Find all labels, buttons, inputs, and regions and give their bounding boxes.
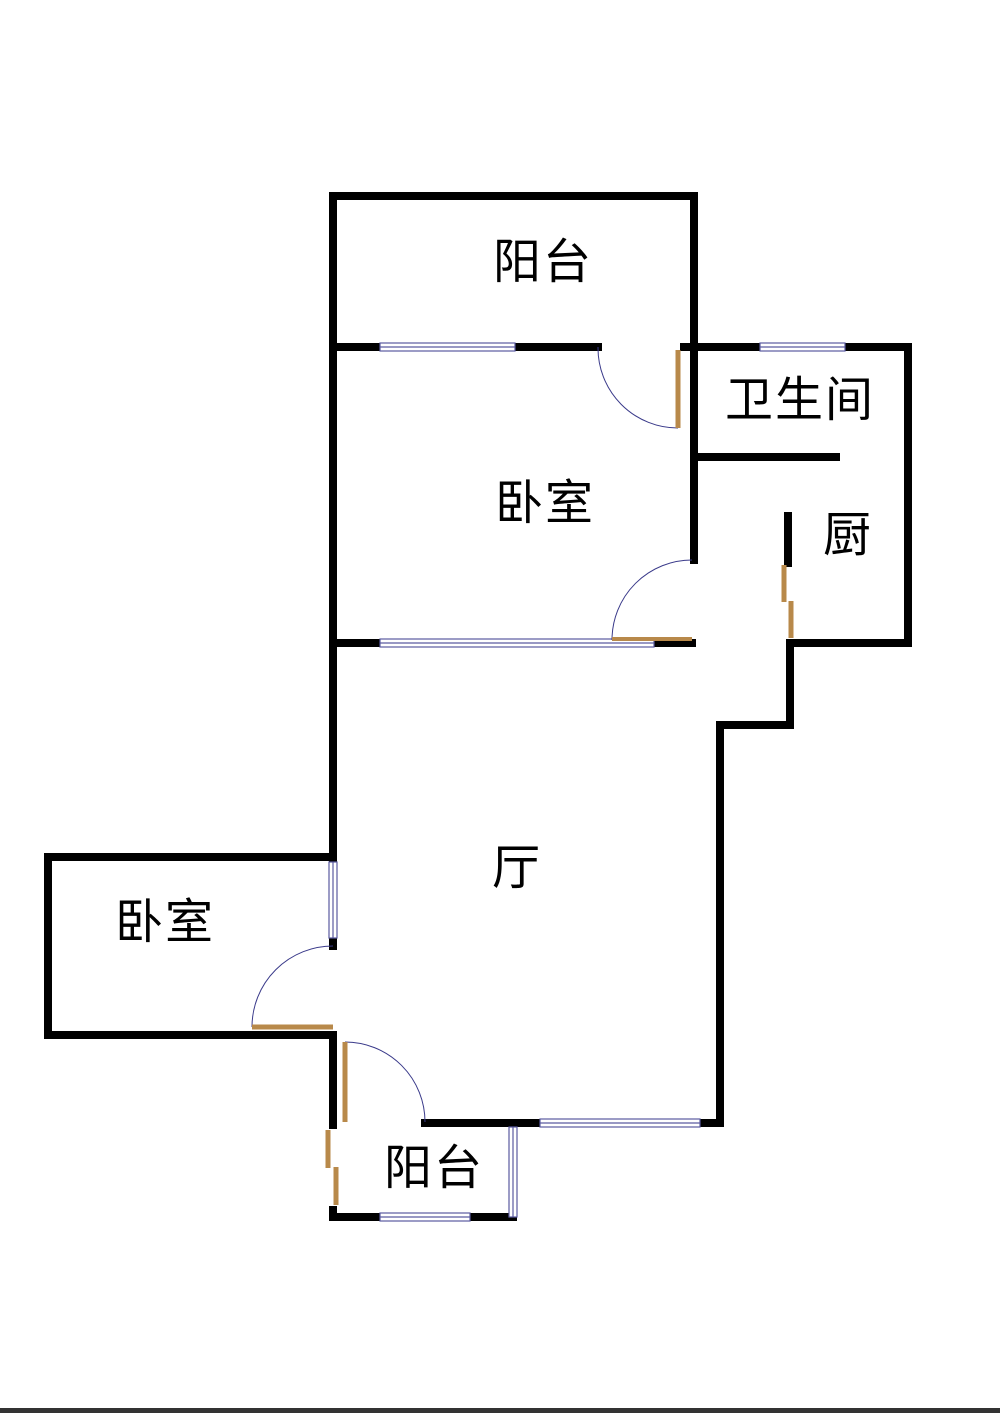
window-balcony-bottom	[379, 1212, 471, 1222]
room-label-balcony-bottom: 阳台	[383, 1140, 485, 1196]
door-bedroom-side[interactable]	[251, 945, 334, 1030]
window-bedroom-living	[379, 638, 655, 648]
room-label-living-room: 厅	[491, 840, 543, 896]
room-label-balcony-top: 阳台	[492, 234, 594, 290]
window-side-bedroom	[328, 861, 338, 939]
doors	[251, 346, 794, 1205]
window-top-bedroom	[379, 342, 516, 352]
room-label-bedroom-side: 卧室	[114, 894, 216, 950]
door-balcony-bottom-sliding[interactable]	[325, 1130, 339, 1205]
room-label-bathroom: 卫生间	[724, 372, 876, 428]
page-bottom-border	[0, 1408, 1000, 1413]
window-bathroom	[759, 342, 846, 352]
door-bedroom-main[interactable]	[611, 559, 693, 641]
door-kitchen[interactable]	[781, 565, 794, 638]
window-living	[539, 1118, 701, 1128]
room-label-bedroom-main: 卧室	[494, 475, 596, 531]
room-label-kitchen: 厨	[822, 507, 874, 563]
window-balcony-side	[508, 1126, 518, 1218]
walls	[44, 192, 912, 1221]
door-balcony-top[interactable]	[597, 346, 681, 429]
door-balcony-bottom[interactable]	[342, 1041, 426, 1123]
windows	[328, 342, 846, 1222]
